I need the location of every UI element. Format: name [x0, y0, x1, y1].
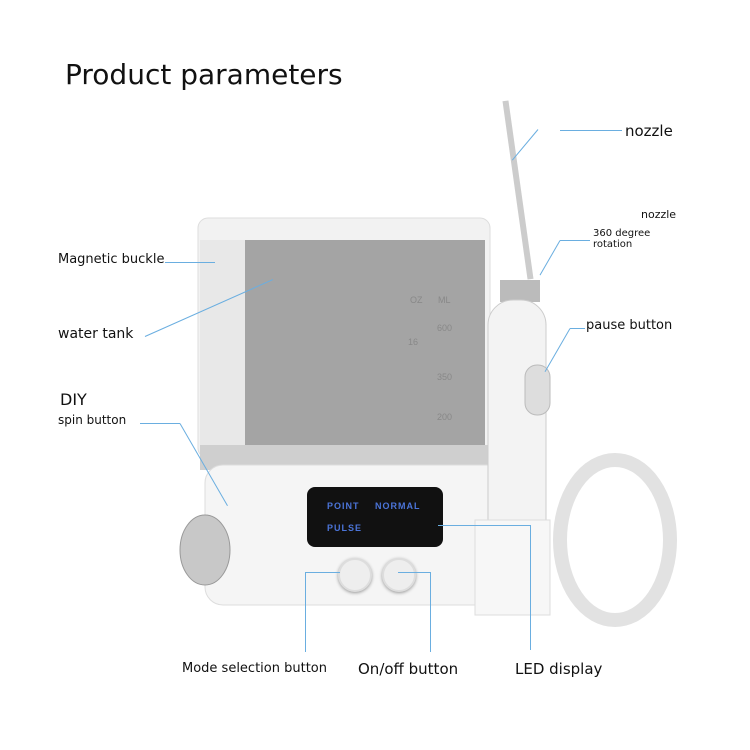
handle-holder: [474, 519, 551, 616]
hose: [553, 453, 677, 627]
display-text: NORMAL: [375, 501, 421, 511]
handle: [487, 299, 547, 551]
label-on-off-button: On/off button: [358, 660, 459, 678]
label-spin-button: spin button: [58, 413, 127, 427]
on-off-button[interactable]: [382, 558, 416, 592]
callout-line: [140, 423, 180, 424]
nozzle-collar: [500, 280, 540, 302]
callout-line: [398, 572, 430, 573]
callout-line: [560, 130, 622, 131]
label-pause-button: pause button: [586, 318, 673, 333]
tank-marking: 200: [437, 412, 453, 422]
tank-marking: 350: [437, 372, 453, 382]
display-text: POINT: [327, 501, 360, 511]
callout-line: [560, 240, 590, 241]
label-led-display: LED display: [515, 660, 603, 678]
callout-line: [305, 572, 306, 652]
tank-marking: OZ: [410, 295, 423, 305]
tank-marking: ML: [438, 295, 451, 305]
nozzle-tip: [502, 100, 534, 280]
callout-line: [165, 262, 215, 263]
label-mode-selection-button: Mode selection button: [182, 661, 327, 676]
callout-line: [305, 572, 340, 573]
display-text: PULSE: [327, 523, 363, 533]
callout-line: [570, 328, 585, 329]
label-nozzle: nozzle: [625, 122, 673, 140]
label-water-tank: water tank: [58, 326, 134, 342]
magnetic-buckle: [200, 240, 245, 450]
label-rotation-detail: rotation: [593, 239, 633, 250]
label-diy: DIY: [60, 390, 87, 409]
label-nozzle-rotation: nozzle: [641, 208, 677, 221]
page-title: Product parameters: [65, 58, 343, 91]
led-display: POINT NORMAL PULSE: [307, 487, 443, 547]
callout-line: [438, 525, 530, 526]
mode-selection-button[interactable]: [338, 558, 372, 592]
label-magnetic-buckle: Magnetic buckle: [58, 252, 165, 267]
callout-line: [430, 572, 431, 652]
tank-marking: 16: [408, 337, 419, 347]
pause-switch: [524, 364, 551, 416]
water-tank: [245, 240, 485, 445]
tank-marking: 600: [437, 323, 453, 333]
spin-knob: [179, 514, 231, 586]
callout-line: [530, 525, 531, 650]
label-rotation-detail: 360 degree: [593, 228, 651, 239]
